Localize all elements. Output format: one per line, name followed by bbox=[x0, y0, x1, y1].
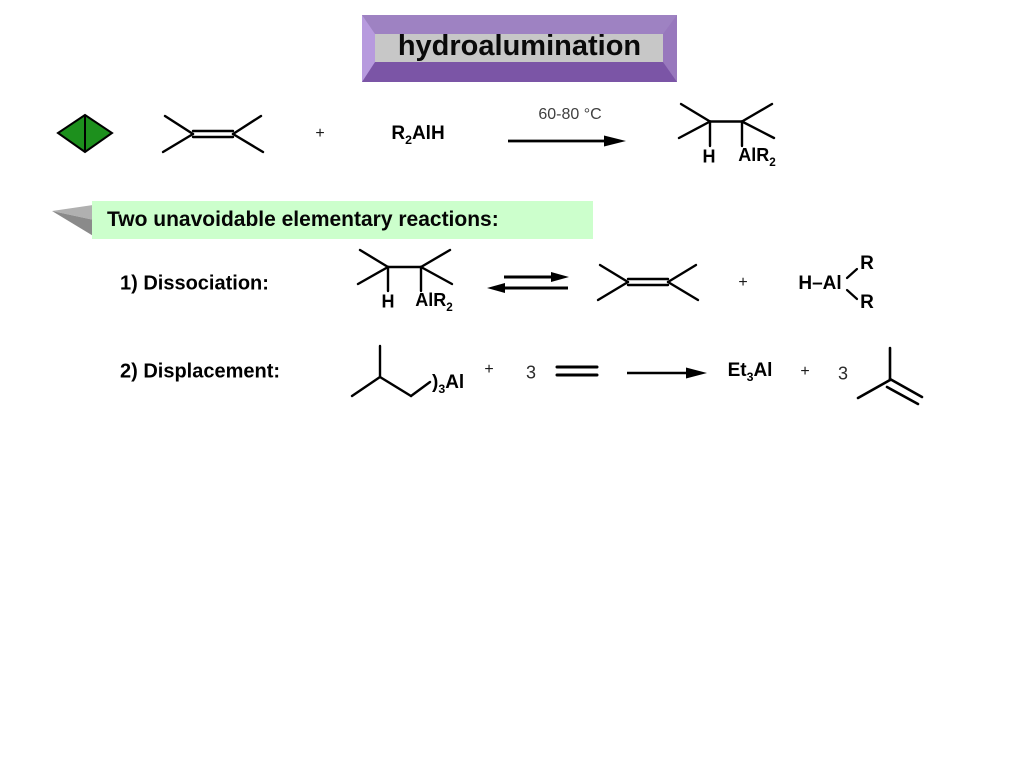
displacement-label: 2) Displacement: bbox=[120, 360, 281, 383]
plus-sign-displacement-2: + bbox=[800, 363, 810, 380]
hydride-r-top-label: R bbox=[860, 253, 874, 274]
al-r-bonds bbox=[845, 267, 859, 301]
ethylene-structure bbox=[555, 365, 599, 377]
page-title: hydroalumination bbox=[397, 29, 642, 62]
reaction-condition: 60-80 °C bbox=[538, 106, 602, 123]
hydride-hal-label: H–Al bbox=[798, 273, 842, 294]
dissociation-label: 1) Dissociation: bbox=[120, 272, 269, 295]
coefficient-2: 3 bbox=[837, 363, 849, 384]
alkene-structure-main bbox=[161, 114, 265, 154]
reaction-arrow-main bbox=[508, 135, 626, 147]
triisobutylaluminum-label: )3Al bbox=[432, 372, 465, 396]
dissociation-al-label: AlR2 bbox=[415, 290, 453, 314]
isobutylene-structure bbox=[856, 346, 924, 406]
product-al-label: AlR2 bbox=[738, 145, 776, 169]
reagent-formula: R2AlH bbox=[391, 123, 445, 147]
diamond-bullet-icon bbox=[56, 113, 114, 154]
highlight-heading: Two unavoidable elementary reactions: bbox=[92, 201, 593, 239]
plus-sign-dissociation: + bbox=[738, 274, 748, 291]
dissociation-reactant-structure bbox=[356, 248, 454, 293]
pointer-triangle-icon bbox=[52, 205, 95, 237]
dissociation-h-label: H bbox=[381, 291, 395, 312]
isobutyl-structure bbox=[350, 344, 432, 398]
product-structure-main bbox=[677, 102, 776, 148]
heading-text: Two unavoidable elementary reactions: bbox=[107, 208, 499, 231]
hydride-r-bottom-label: R bbox=[860, 292, 874, 313]
triethylaluminum-label: Et3Al bbox=[727, 360, 773, 384]
title-banner bbox=[362, 15, 677, 82]
product-h-label: H bbox=[702, 146, 716, 167]
plus-sign-main: + bbox=[315, 125, 325, 142]
coefficient-1: 3 bbox=[525, 362, 537, 383]
plus-sign-displacement-1: + bbox=[484, 361, 494, 378]
reaction-arrow-displacement bbox=[627, 367, 707, 379]
equilibrium-arrows bbox=[487, 272, 569, 293]
alkene-structure-dissociation bbox=[596, 263, 700, 302]
